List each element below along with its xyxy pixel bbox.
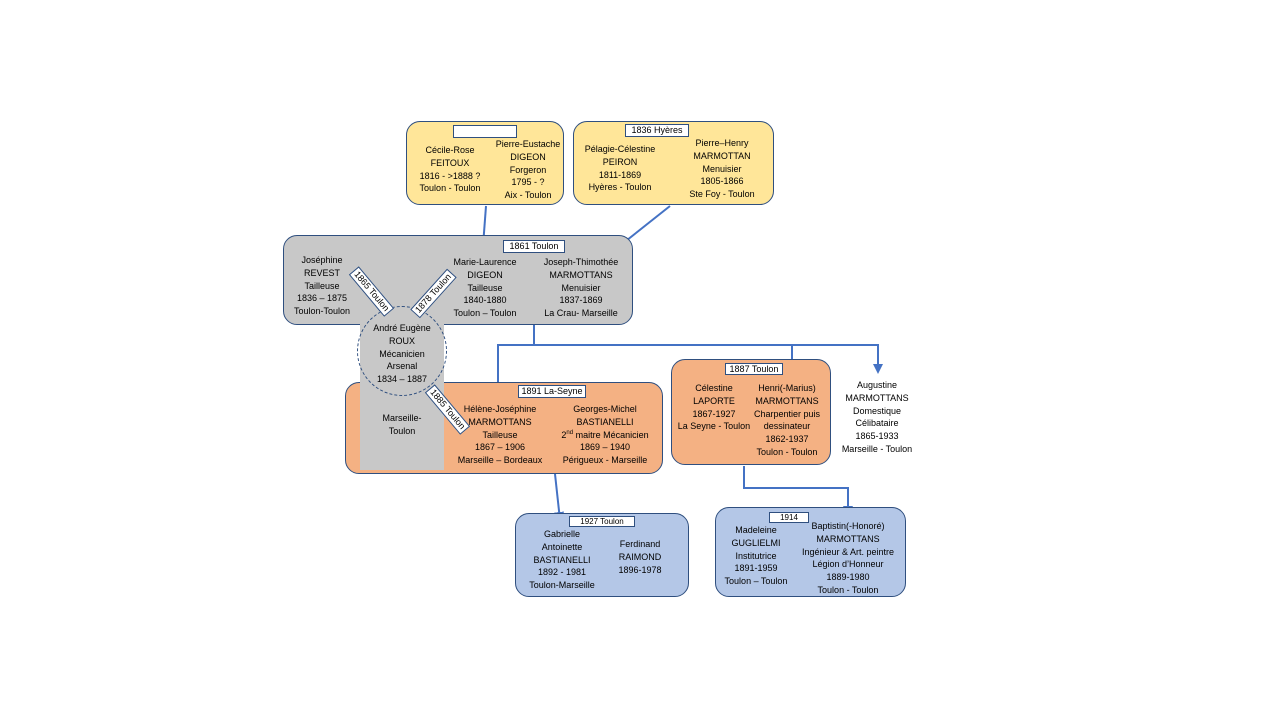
person-georges-michel: Georges-Michel BASTIANELLI 2nd maitre Mé… [561, 404, 649, 466]
marriage-tag: 1891 La-Seyne [518, 385, 586, 398]
couple-box-guglielmi-baptistin: 1914 [715, 507, 906, 597]
couple-box-laporte-henri: 1887 Toulon [671, 359, 831, 465]
marriage-tag: 1887 Toulon [725, 363, 783, 375]
marriage-tag: 1861 Toulon [503, 240, 565, 253]
arrow-to-gabrielle [554, 473, 565, 522]
person-andre-places: Marseille-Toulon [382, 413, 422, 436]
couple-box-digeon-marmottans: 1861 Toulon [283, 235, 633, 325]
couple-box-peiron-marmottan: 1836 Hyères [573, 121, 774, 205]
arrow-couple-to-children [493, 322, 535, 396]
roux-circle [357, 306, 447, 396]
marriage-tag [453, 125, 517, 138]
arrow-to-baptistin [743, 466, 853, 516]
couple-box-feitoux-digeon [406, 121, 564, 205]
marriage-tag: 1836 Hyères [625, 124, 689, 137]
couple-box-gabrielle-raimond: 1927 Toulon [515, 513, 689, 597]
arrow-to-augustine [792, 344, 883, 374]
marriage-tag: 1927 Toulon [569, 516, 635, 527]
marriage-tag: 1914 [769, 512, 809, 523]
